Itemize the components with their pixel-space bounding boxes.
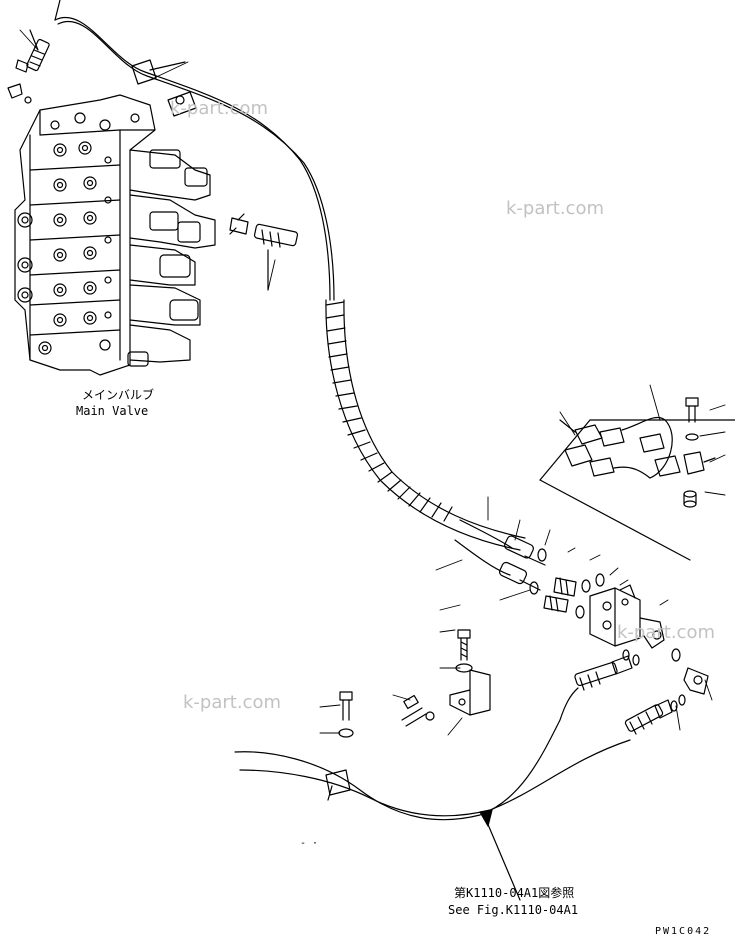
lower-hoses [234, 687, 631, 901]
main-valve-label-en: Main Valve [76, 404, 149, 418]
mounting-bracket [338, 629, 491, 738]
electrical-harness [539, 397, 735, 561]
watermark: k-part.com [506, 198, 604, 219]
leader-lines [19, 29, 726, 736]
pilot-hose-upper [54, 0, 335, 301]
reference-label-en: See Fig.K1110-04A1 [448, 903, 579, 917]
top-left-fittings [7, 29, 50, 104]
outlet-fittings [229, 213, 299, 291]
watermark: k-part.com [170, 98, 268, 119]
valve-spools [127, 149, 216, 367]
svg-text:- ·: - · [300, 838, 318, 849]
lower-connectors [574, 655, 678, 735]
valve-ports [17, 112, 140, 355]
watermark: k-part.com [183, 692, 281, 713]
drawing-code: PW1C042 [655, 926, 712, 937]
spiral-wrapped-hoses [325, 299, 546, 591]
connection-fittings [529, 548, 709, 706]
main-valve-label-jp: メインバルブ [82, 388, 155, 402]
reference-label-jp: 第K1110-04A1図参照 [454, 886, 575, 900]
main-valve-assembly [14, 94, 216, 376]
watermark: k-part.com [617, 622, 715, 643]
